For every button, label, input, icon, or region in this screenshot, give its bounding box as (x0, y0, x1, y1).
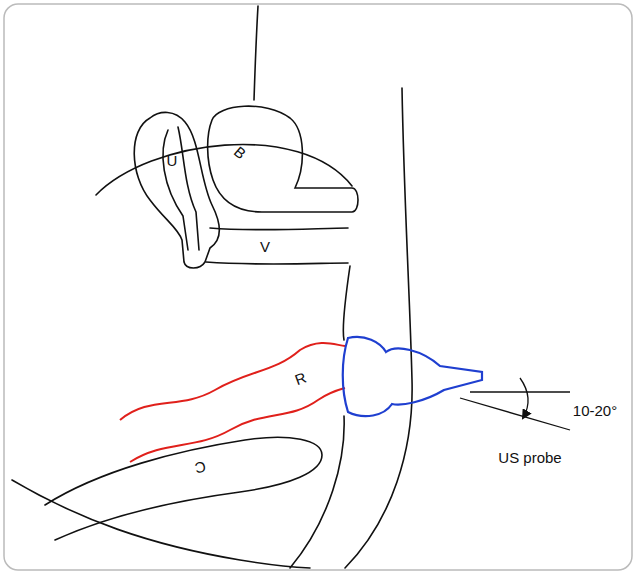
buttock-line (12, 480, 310, 568)
figure-frame (4, 4, 632, 570)
organ-label: B (231, 143, 248, 161)
angle-label: 10-20° (573, 403, 617, 418)
angle-line (460, 398, 570, 430)
ultrasound-probe (343, 337, 482, 416)
organ-label: R (292, 369, 307, 387)
perineum-line (290, 266, 350, 568)
back-line (254, 6, 258, 100)
organ-label: U (167, 153, 178, 168)
rotation-arrow (520, 378, 528, 418)
uterus-outline (134, 112, 219, 268)
uterine-cavity (163, 127, 199, 250)
rectum-wall-upper (120, 343, 345, 420)
organ-label: C (193, 459, 206, 476)
bladder-outline (208, 106, 358, 212)
rectum-wall-lower (130, 388, 345, 462)
probe-label: US probe (498, 450, 561, 465)
body-contour (345, 88, 412, 568)
reference-line (470, 391, 570, 392)
colon-outline (45, 437, 322, 540)
vagina-walls (206, 228, 348, 264)
organ-label: V (260, 239, 270, 254)
